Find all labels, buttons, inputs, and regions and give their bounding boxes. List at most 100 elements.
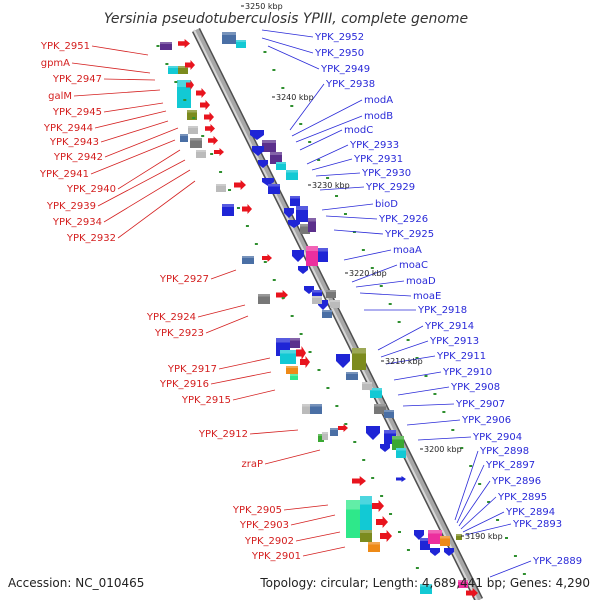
position-dash — [343, 213, 347, 215]
gene-feature-block — [362, 382, 372, 390]
position-dash — [415, 357, 419, 359]
gene-feature-block — [296, 206, 308, 222]
gene-feature-highlight — [196, 150, 206, 152]
leader-line — [210, 269, 237, 280]
position-dash — [272, 69, 276, 71]
right-gene-label: YPK_2896 — [491, 476, 541, 487]
right-gene-label: YPK_2926 — [378, 214, 428, 225]
right-gene-label: YPK_2929 — [365, 182, 415, 193]
kbp-scale-label: 3190 kbp — [465, 532, 503, 541]
leader-line — [117, 149, 181, 190]
gene-feature-highlight — [302, 404, 310, 407]
left-gene-labels: YPK_2951gpmAYPK_2947galMYPK_2945YPK_2944… — [39, 41, 301, 562]
position-dash — [317, 159, 321, 161]
right-gene-label: moaC — [399, 260, 428, 271]
gene-feature-arrow — [252, 146, 264, 156]
gene-feature-arrow — [430, 548, 440, 556]
gene-feature-highlight — [188, 126, 198, 128]
gene-feature-block — [312, 296, 322, 304]
left-gene-label: YPK_2951 — [40, 41, 90, 52]
gene-feature-highlight — [346, 500, 360, 510]
gene-feature-block — [222, 32, 236, 44]
right-gene-label: YPK_2908 — [450, 382, 500, 393]
left-gene-label: gpmA — [41, 58, 70, 69]
gene-feature-highlight — [177, 80, 191, 87]
gene-feature-block — [420, 538, 430, 550]
leader-line — [97, 159, 186, 207]
left-gene-label: YPK_2941 — [39, 169, 89, 180]
leader-line — [290, 514, 336, 526]
gene-feature-highlight — [190, 138, 202, 141]
gene-feature-arrow — [300, 356, 310, 368]
position-dash — [406, 549, 410, 551]
leader-line — [343, 249, 392, 261]
left-gene-label: YPK_2932 — [66, 233, 116, 244]
leader-line — [232, 389, 276, 401]
right-gene-label: YPK_2952 — [314, 32, 364, 43]
right-gene-label: YPK_2898 — [479, 446, 529, 457]
position-dash — [415, 567, 419, 569]
gene-feature-arrow — [214, 148, 224, 156]
leader-line — [295, 531, 341, 542]
gene-feature-arrow — [205, 124, 215, 133]
position-dash — [210, 153, 214, 155]
leader-line — [456, 464, 485, 524]
left-gene-label: YPK_2924 — [146, 312, 196, 323]
gene-feature-block — [420, 584, 432, 594]
right-gene-label: YPK_2893 — [512, 519, 562, 530]
right-gene-label: YPK_2911 — [436, 351, 486, 362]
position-dash — [389, 513, 393, 515]
leader-line — [380, 340, 429, 358]
leader-line — [325, 215, 378, 220]
leader-line — [267, 45, 320, 70]
gene-feature-block — [180, 134, 188, 142]
position-dash — [317, 369, 321, 371]
right-gene-label: YPK_2914 — [424, 321, 474, 332]
right-gene-label: YPK_2938 — [325, 79, 375, 90]
gene-feature-arrow — [186, 80, 194, 90]
gene-feature-highlight — [308, 218, 316, 222]
left-gene-label: YPK_2916 — [159, 379, 209, 390]
position-dash — [192, 117, 196, 119]
position-dash — [478, 483, 482, 485]
kbp-scale-label: 3210 kbp — [385, 357, 423, 366]
leader-line — [402, 403, 455, 407]
gene-feature-arrow — [250, 130, 264, 140]
gene-feature-block — [268, 184, 280, 194]
position-dash — [219, 171, 223, 173]
kbp-scale-label: 3230 kbp — [312, 181, 350, 190]
position-dash — [174, 81, 178, 83]
position-dash — [460, 447, 464, 449]
leader-line — [103, 169, 191, 223]
left-gene-label: YPK_2943 — [49, 137, 99, 148]
leader-line — [377, 325, 424, 351]
leader-line — [197, 304, 246, 318]
gene-feature-highlight — [276, 338, 290, 343]
gene-feature-block — [178, 66, 188, 74]
gene-feature-block — [196, 150, 206, 158]
gene-feature-arrow — [366, 426, 380, 440]
gene-feature-block — [286, 170, 298, 180]
right-gene-label: YPK_2933 — [349, 140, 399, 151]
gene-feature-highlight — [236, 40, 246, 42]
position-dash — [290, 315, 294, 317]
position-dash — [433, 393, 437, 395]
gene-feature-block — [318, 434, 324, 442]
gene-feature-highlight — [360, 530, 372, 533]
gene-feature-highlight — [306, 246, 318, 251]
leader-line — [73, 89, 161, 97]
leader-line — [261, 37, 314, 54]
leader-line — [306, 144, 349, 165]
gene-feature-block — [330, 300, 340, 308]
gene-feature-highlight — [368, 542, 380, 545]
gene-feature-block — [322, 310, 332, 318]
gene-feature-highlight — [268, 184, 280, 187]
position-dash — [263, 51, 267, 53]
gene-feature-block — [322, 432, 328, 440]
gene-feature-highlight — [362, 382, 372, 384]
left-gene-label: YPK_2947 — [52, 74, 102, 85]
leader-line — [385, 355, 436, 365]
gene-feature-arrow — [444, 548, 454, 556]
leader-line — [315, 172, 361, 177]
gene-feature-highlight — [396, 448, 406, 451]
